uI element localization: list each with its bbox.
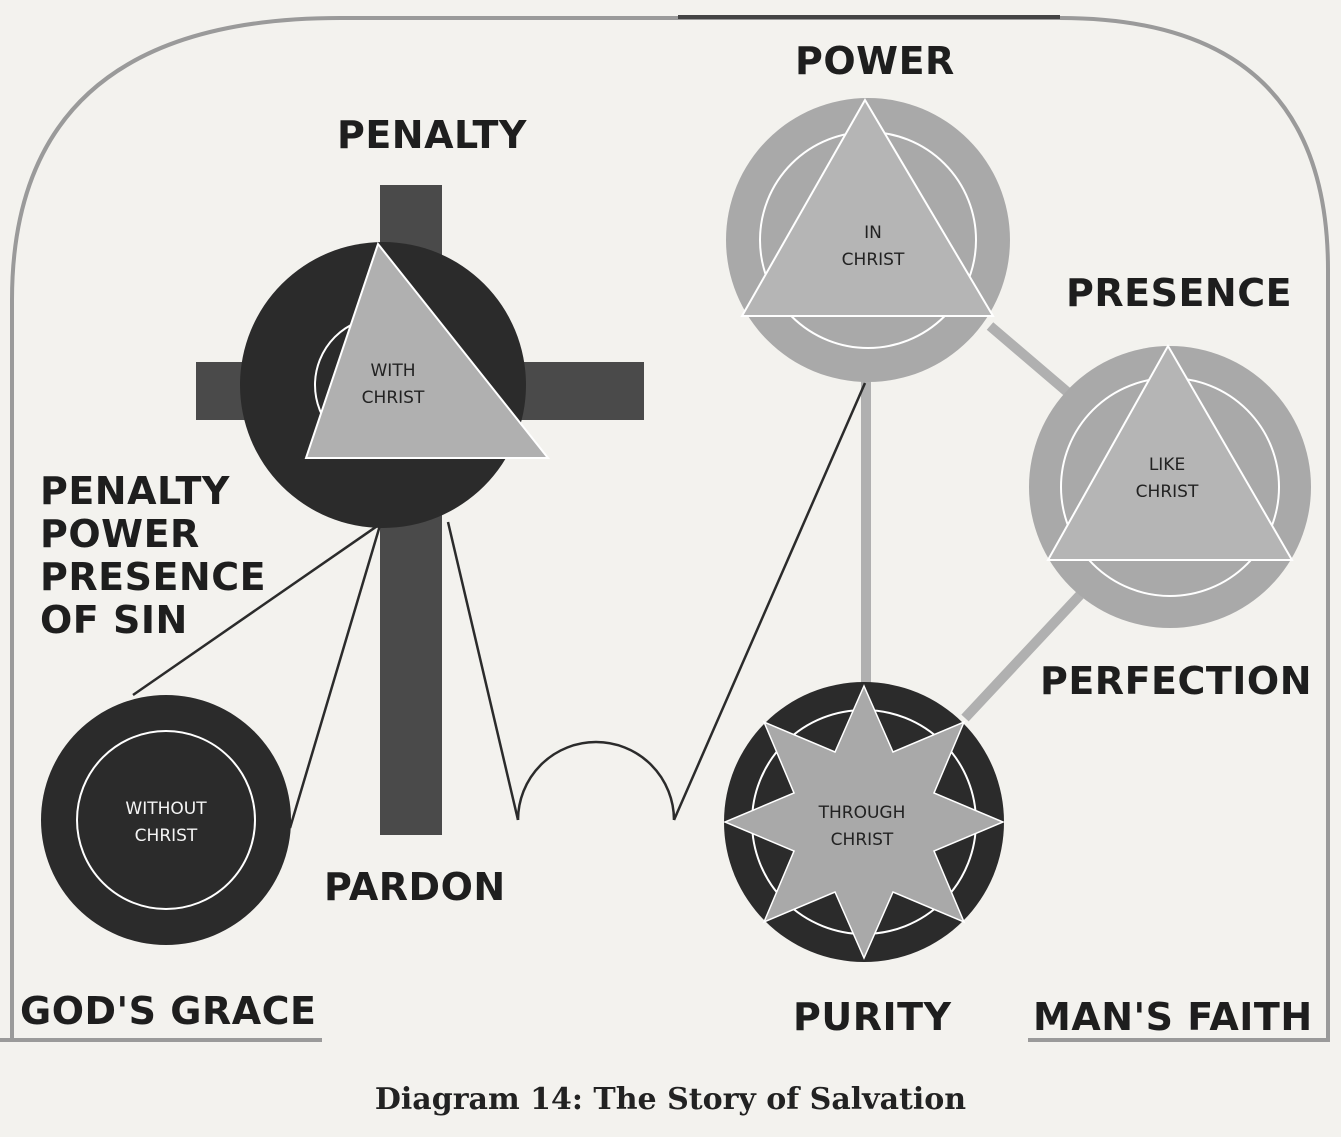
outer-frame (10, 16, 1330, 1040)
without-christ-line: CHRIST (134, 826, 198, 846)
sin-list-item: OF SIN (40, 598, 188, 642)
sin-list-item: PRESENCE (40, 555, 267, 599)
line-cross-to-dip (446, 521, 520, 821)
line-arch-to-power (672, 382, 867, 821)
pardon-arch (516, 740, 676, 821)
with-christ-line: WITH (370, 361, 416, 381)
in-christ-line: IN (864, 223, 882, 243)
in-christ-label: IN CHRIST (842, 220, 905, 274)
line-without-right-to-cross (288, 521, 383, 829)
connector-power-presence (986, 322, 1076, 400)
like-christ-triangle (1046, 343, 1294, 561)
with-christ-label: WITH CHRIST (362, 358, 425, 412)
label-mans-faith: MAN'S FAITH (1033, 995, 1313, 1039)
in-christ-triangle (740, 98, 995, 317)
through-christ-line: THROUGH (818, 803, 906, 823)
label-presence: PRESENCE (1066, 271, 1293, 315)
label-sin-list: PENALTY POWER PRESENCE OF SIN (40, 470, 266, 642)
sin-list-item: POWER (40, 512, 200, 556)
like-christ-label: LIKE CHRIST (1136, 452, 1199, 506)
with-christ-triangle (304, 241, 551, 459)
through-christ-label: THROUGH CHRIST (819, 800, 906, 854)
like-christ-line: CHRIST (1135, 482, 1199, 502)
in-christ-line: CHRIST (841, 250, 905, 270)
through-christ-line: CHRIST (830, 830, 894, 850)
label-pardon: PARDON (324, 865, 506, 909)
label-penalty: PENALTY (337, 113, 527, 157)
like-christ-line: LIKE (1148, 455, 1186, 475)
without-christ-label: WITHOUT CHRIST (125, 796, 206, 850)
through-christ-star (723, 684, 1005, 960)
line-without-to-cross (132, 520, 384, 697)
diagram-caption: Diagram 14: The Story of Salvation (374, 1082, 967, 1117)
connector-perfection-purity (961, 591, 1084, 722)
label-purity: PURITY (793, 995, 952, 1039)
without-christ-line: WITHOUT (125, 799, 207, 819)
without-christ-ring (76, 730, 256, 910)
sin-list-item: PENALTY (40, 469, 230, 513)
label-power: POWER (795, 39, 955, 83)
with-christ-line: CHRIST (361, 388, 425, 408)
label-gods-grace: GOD'S GRACE (20, 989, 317, 1033)
label-perfection: PERFECTION (1040, 659, 1313, 703)
